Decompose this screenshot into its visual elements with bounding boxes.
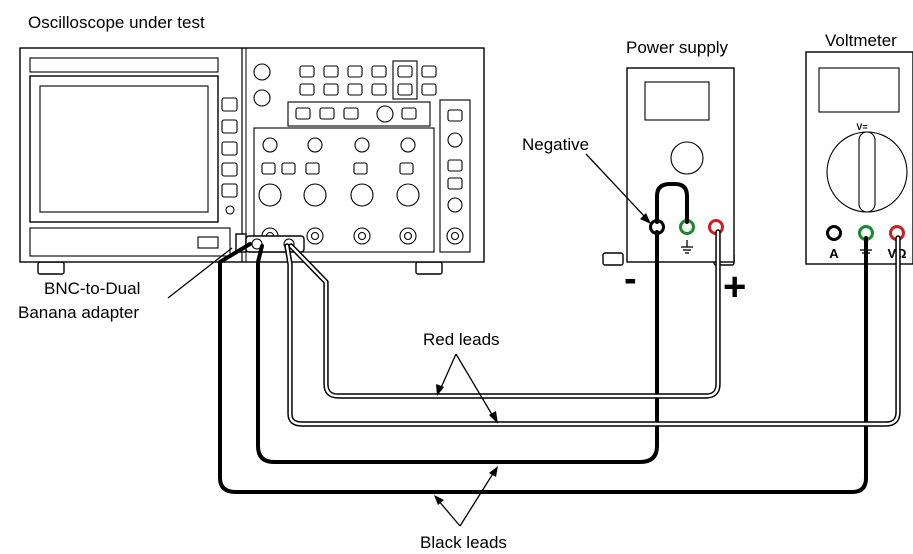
black-leads-arrows: [434, 466, 498, 527]
control-button-10[interactable]: [371, 83, 387, 96]
jumper-wire: [655, 182, 689, 224]
menu-button-5[interactable]: [221, 183, 238, 198]
menu-button-2[interactable]: [221, 119, 238, 134]
math-button[interactable]: [281, 162, 296, 175]
oscilloscope-top-strip: [29, 57, 219, 73]
control-button-9[interactable]: [347, 83, 363, 96]
multipurpose-knob[interactable]: [253, 89, 271, 107]
group-button-1[interactable]: [295, 107, 311, 120]
scale-knob-4[interactable]: [396, 183, 420, 207]
menu-button-1[interactable]: [221, 97, 238, 112]
ground-icon: [681, 240, 693, 254]
plus-sign: +: [723, 265, 746, 309]
control-button-1[interactable]: [299, 65, 315, 78]
black-lead-power-supply: [256, 230, 659, 464]
red-leads-arrows: [436, 353, 498, 424]
voltmeter-selector-pointer: [858, 131, 876, 213]
power-supply: [602, 67, 735, 266]
control-button-6[interactable]: [421, 65, 437, 78]
red-leads-label: Red leads: [423, 330, 500, 349]
scale-knob-2[interactable]: [303, 183, 327, 207]
scale-knob-1[interactable]: [258, 183, 282, 207]
black-lead-voltmeter: [218, 236, 868, 494]
minus-sign: -: [624, 258, 637, 300]
oscilloscope-foot-right: [415, 261, 443, 275]
scale-knob-3[interactable]: [350, 183, 374, 207]
negative-arrow: [585, 153, 651, 224]
trigger-button-3[interactable]: [447, 177, 463, 190]
group-button-2[interactable]: [319, 107, 335, 120]
position-knob-4[interactable]: [400, 137, 416, 153]
adapter-label-line1: BNC-to-Dual: [44, 279, 140, 298]
group-button-4[interactable]: [401, 107, 417, 120]
power-supply-adjust-knob[interactable]: [670, 141, 704, 175]
negative-label: Negative: [522, 135, 589, 154]
control-button-11[interactable]: [397, 83, 413, 96]
trigger-knob-2[interactable]: [447, 197, 463, 213]
menu-small-knob[interactable]: [225, 205, 235, 215]
trigger-button-2[interactable]: [447, 159, 463, 172]
ch2-menu-button[interactable]: [305, 162, 320, 175]
oscilloscope-foot-left: [37, 261, 65, 275]
power-supply-display: [644, 81, 710, 121]
trigger-level-knob[interactable]: [447, 132, 463, 148]
trigger-menu-button[interactable]: [447, 109, 463, 122]
position-knob-1[interactable]: [262, 137, 278, 153]
control-button-3[interactable]: [347, 65, 363, 78]
group-button-3[interactable]: [343, 107, 359, 120]
position-knob-2[interactable]: [307, 137, 323, 153]
oscilloscope: [19, 47, 485, 275]
oscilloscope-bottom-bar: [29, 227, 231, 257]
voltmeter-dial-label: V=: [856, 122, 867, 132]
intensity-knob[interactable]: [253, 63, 271, 81]
voltmeter: V= A VΩ: [805, 51, 913, 265]
adapter-pointer: [167, 247, 233, 299]
menu-button-4[interactable]: [221, 162, 238, 177]
ch3-menu-button[interactable]: [353, 162, 368, 175]
voltmeter-display: [818, 67, 900, 113]
adapter-label-line2: Banana adapter: [18, 303, 139, 322]
amps-terminal[interactable]: [826, 225, 842, 241]
control-button-4[interactable]: [371, 65, 387, 78]
control-button-2[interactable]: [323, 65, 339, 78]
position-knob-3[interactable]: [354, 137, 370, 153]
power-supply-label: Power supply: [626, 38, 729, 57]
power-supply-foot-left: [602, 252, 624, 266]
control-button-5[interactable]: [397, 65, 413, 78]
control-button-8[interactable]: [323, 83, 339, 96]
ch4-menu-button[interactable]: [399, 162, 414, 175]
trigger-section: [439, 99, 471, 253]
control-button-12[interactable]: [421, 83, 437, 96]
oscilloscope-label: Oscilloscope under test: [28, 13, 205, 32]
amps-terminal-label: A: [829, 246, 839, 261]
control-button-7[interactable]: [299, 83, 315, 96]
oscilloscope-screen: [39, 85, 209, 213]
voltmeter-label: Voltmeter: [825, 31, 897, 50]
menu-button-3[interactable]: [221, 141, 238, 156]
ch1-menu-button[interactable]: [261, 162, 276, 175]
usb-port: [197, 236, 219, 249]
group-knob[interactable]: [376, 105, 394, 123]
black-leads-label: Black leads: [420, 533, 507, 552]
